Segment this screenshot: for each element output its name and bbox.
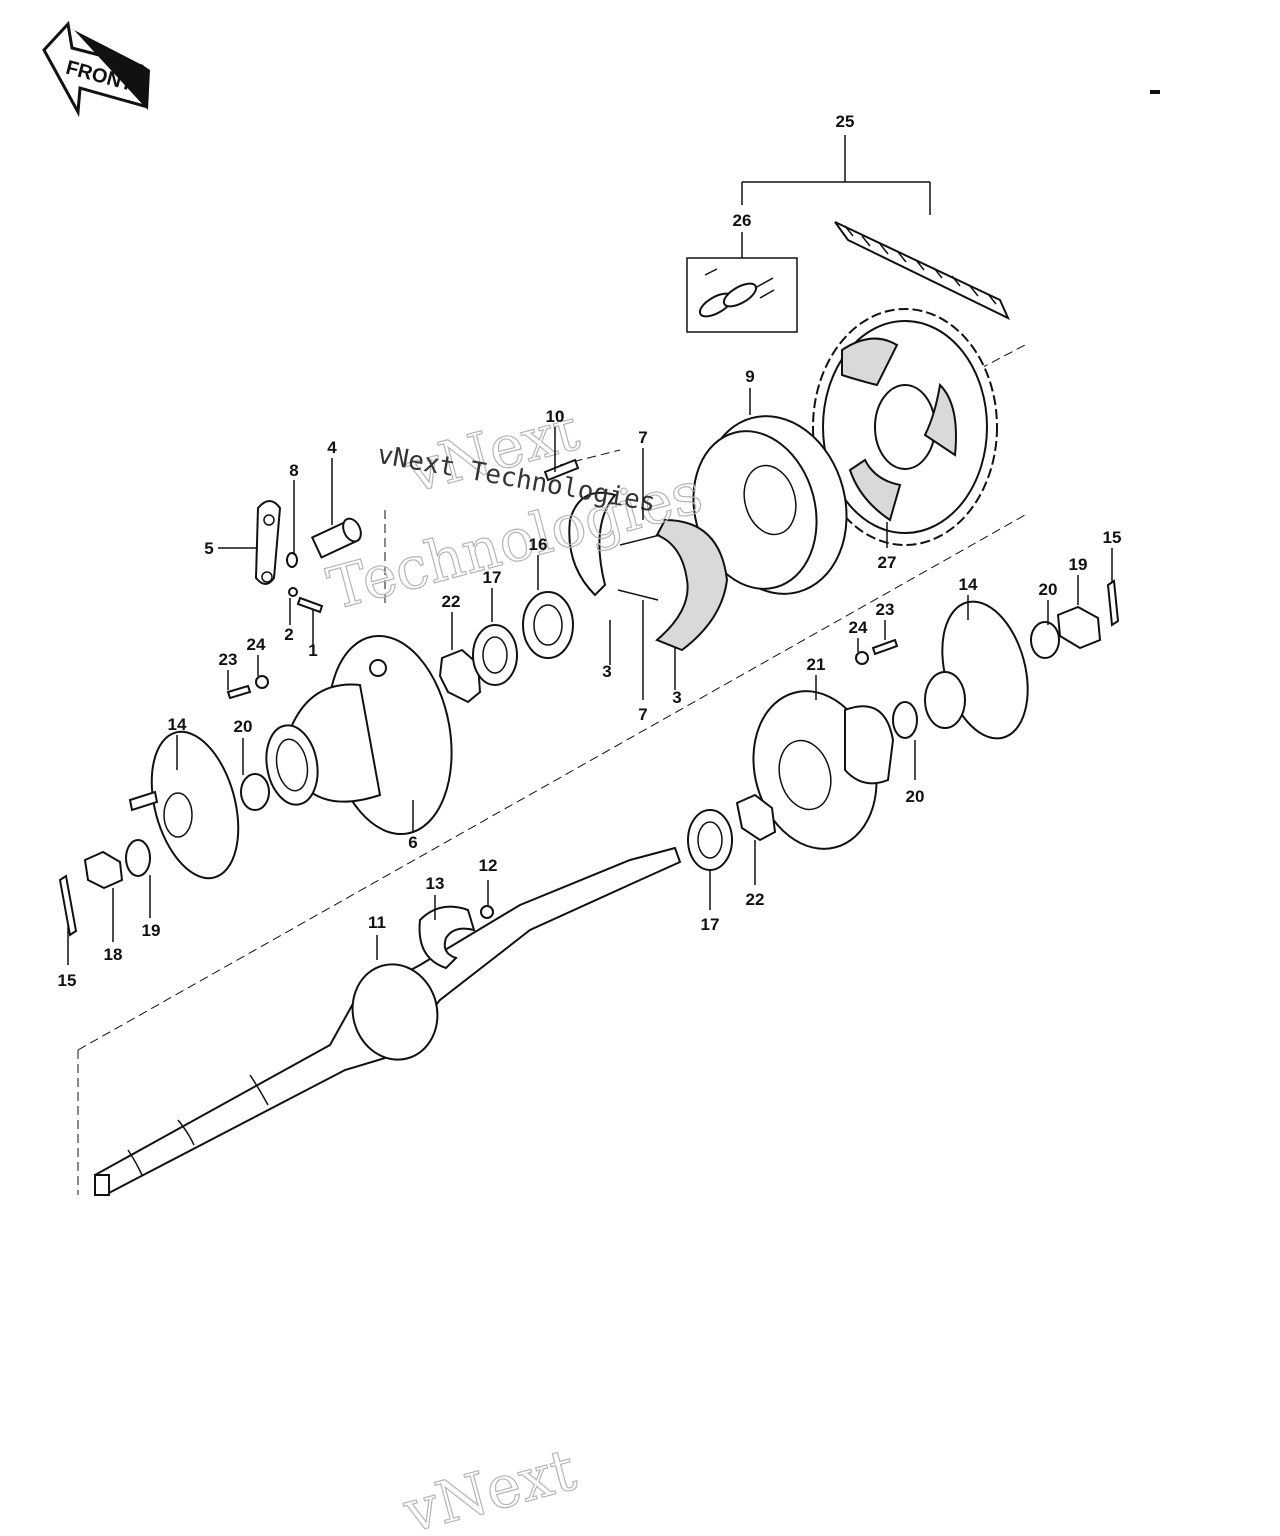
callout-4: 4: [327, 438, 337, 457]
callout-26: 26: [733, 211, 752, 230]
callout-10: 11: [368, 913, 386, 932]
callout-5: 5: [204, 539, 213, 558]
callout-6: 6: [408, 833, 417, 852]
callout-20a: 20: [234, 717, 253, 736]
leader-lines: [67, 135, 1113, 965]
callout-14a: 14: [168, 715, 187, 734]
callout-22b: 22: [746, 890, 765, 909]
callout-22a: 22: [442, 592, 461, 611]
watermark: vNext Technologies vNext Technologies vN…: [320, 395, 710, 1536]
callout-19b: 20: [1039, 580, 1058, 599]
callout-18b: 19: [1069, 555, 1088, 574]
callout-14b: 14: [959, 575, 978, 594]
callout-18a: 18: [104, 945, 123, 964]
callout-17a: 17: [483, 568, 502, 587]
callout-23a: 23: [219, 650, 238, 669]
callout-1: 1: [308, 641, 317, 660]
callout-21: 21: [807, 655, 826, 674]
callout-15b: 15: [1103, 528, 1122, 547]
callout-9: 9: [745, 367, 754, 386]
callout-27: 27: [878, 553, 897, 572]
page-mark: [1150, 90, 1160, 94]
callout-20b: 20: [906, 787, 925, 806]
part-callouts: 25 26 9 27 10 7 7 3 3 4 8 5 2 1 16 17 22…: [58, 112, 1122, 990]
callout-3a: 3: [602, 662, 611, 681]
rear-sprocket: [812, 308, 998, 546]
left-hub-flange: [58, 675, 270, 937]
callout-3b: 3: [672, 688, 681, 707]
chain-master-link-box: [686, 257, 798, 333]
callout-13: 13: [426, 874, 445, 893]
callout-16: 16: [529, 535, 548, 554]
right-hub-flange: [855, 579, 1120, 740]
rear-axle: [93, 846, 682, 1197]
callout-7a: 7: [638, 428, 647, 447]
seal-and-bearings-left: [438, 591, 574, 704]
callout-17b: 17: [701, 915, 720, 934]
callout-24a: 24: [247, 635, 266, 654]
front-arrow-badge: FRONT: [42, 20, 150, 118]
brake-cam-and-lever: [254, 458, 580, 614]
watermark-bottom: vNext: [396, 1435, 583, 1536]
drive-chain: [834, 221, 1011, 321]
brake-drum: [692, 415, 848, 595]
callout-25: 25: [836, 112, 855, 131]
callout-11: 10: [546, 407, 565, 426]
callout-7b: 7: [638, 705, 647, 724]
brake-shoes: [568, 491, 729, 652]
right-sprocket-hub: [687, 690, 918, 871]
callout-2: 2: [284, 625, 293, 644]
callout-19a: 19: [142, 921, 161, 940]
callout-15a: 15: [58, 971, 77, 990]
callout-8: 8: [289, 461, 298, 480]
callout-23b: 23: [876, 600, 895, 619]
brake-panel-hub: [265, 634, 453, 836]
callout-24b: 24: [849, 618, 868, 637]
callout-12: 12: [479, 856, 498, 875]
